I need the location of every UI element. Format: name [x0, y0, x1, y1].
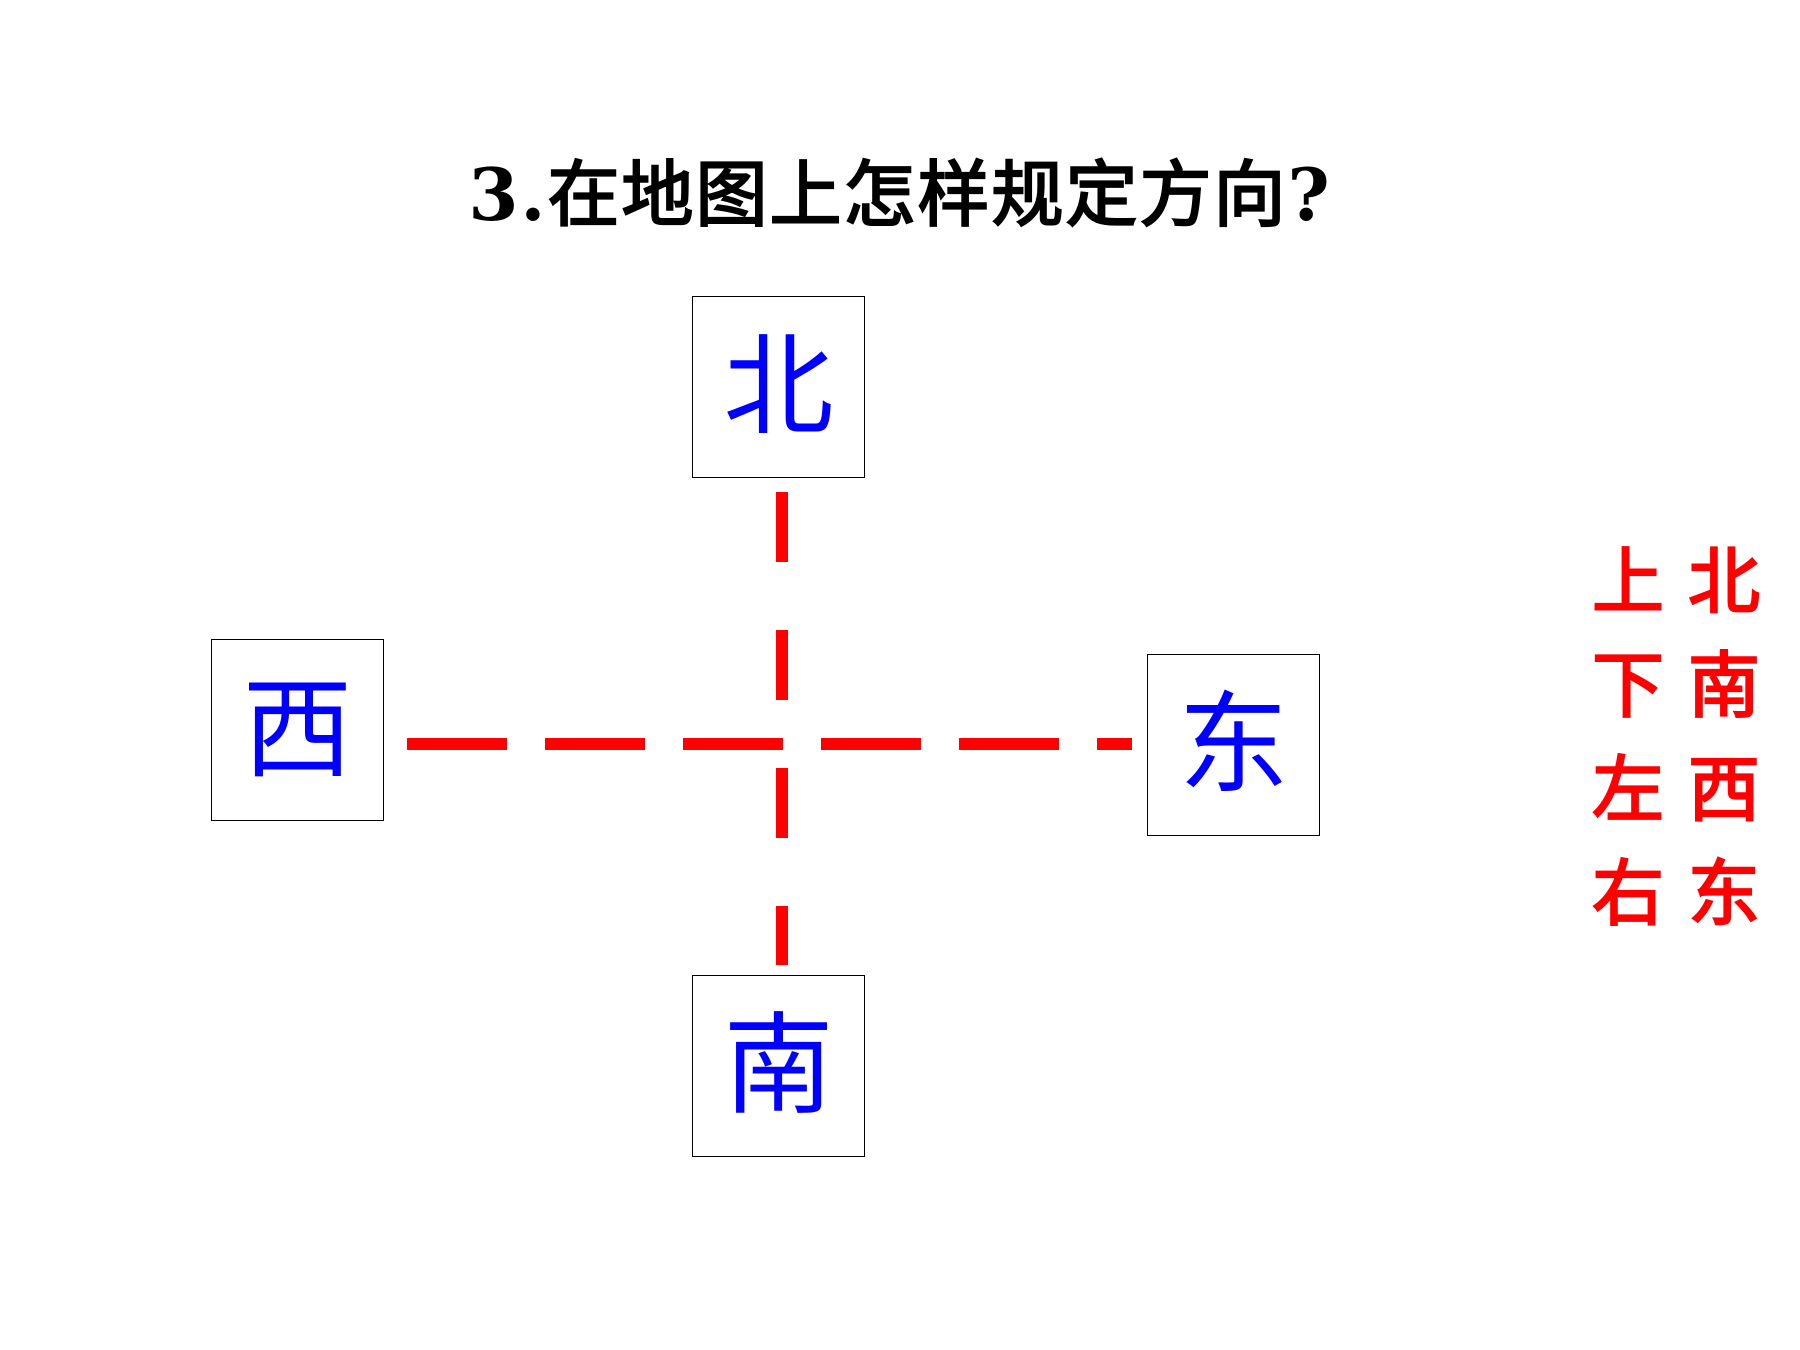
mnemonic-position: 左 [1591, 748, 1664, 832]
mnemonic-row: 左 西 [1590, 738, 1780, 842]
south-box: 南 [692, 975, 865, 1157]
direction-mnemonic: 上 北 下 南 左 西 右 东 [1590, 530, 1780, 946]
page-title: 3.在地图上怎样规定方向? [468, 152, 1332, 237]
mnemonic-position: 上 [1591, 540, 1664, 624]
mnemonic-row: 右 东 [1590, 842, 1780, 946]
east-box: 东 [1147, 654, 1320, 836]
mnemonic-direction: 东 [1687, 852, 1760, 936]
north-label: 北 [723, 323, 834, 451]
west-label: 西 [242, 666, 353, 794]
south-label: 南 [723, 1002, 834, 1130]
mnemonic-direction: 南 [1687, 644, 1760, 728]
mnemonic-direction: 北 [1687, 540, 1760, 624]
mnemonic-position: 下 [1591, 644, 1664, 728]
north-box: 北 [692, 296, 865, 478]
mnemonic-row: 下 南 [1590, 634, 1780, 738]
mnemonic-row: 上 北 [1590, 530, 1780, 634]
east-label: 东 [1178, 681, 1289, 809]
mnemonic-direction: 西 [1687, 748, 1760, 832]
west-box: 西 [211, 639, 384, 821]
mnemonic-position: 右 [1591, 852, 1664, 936]
